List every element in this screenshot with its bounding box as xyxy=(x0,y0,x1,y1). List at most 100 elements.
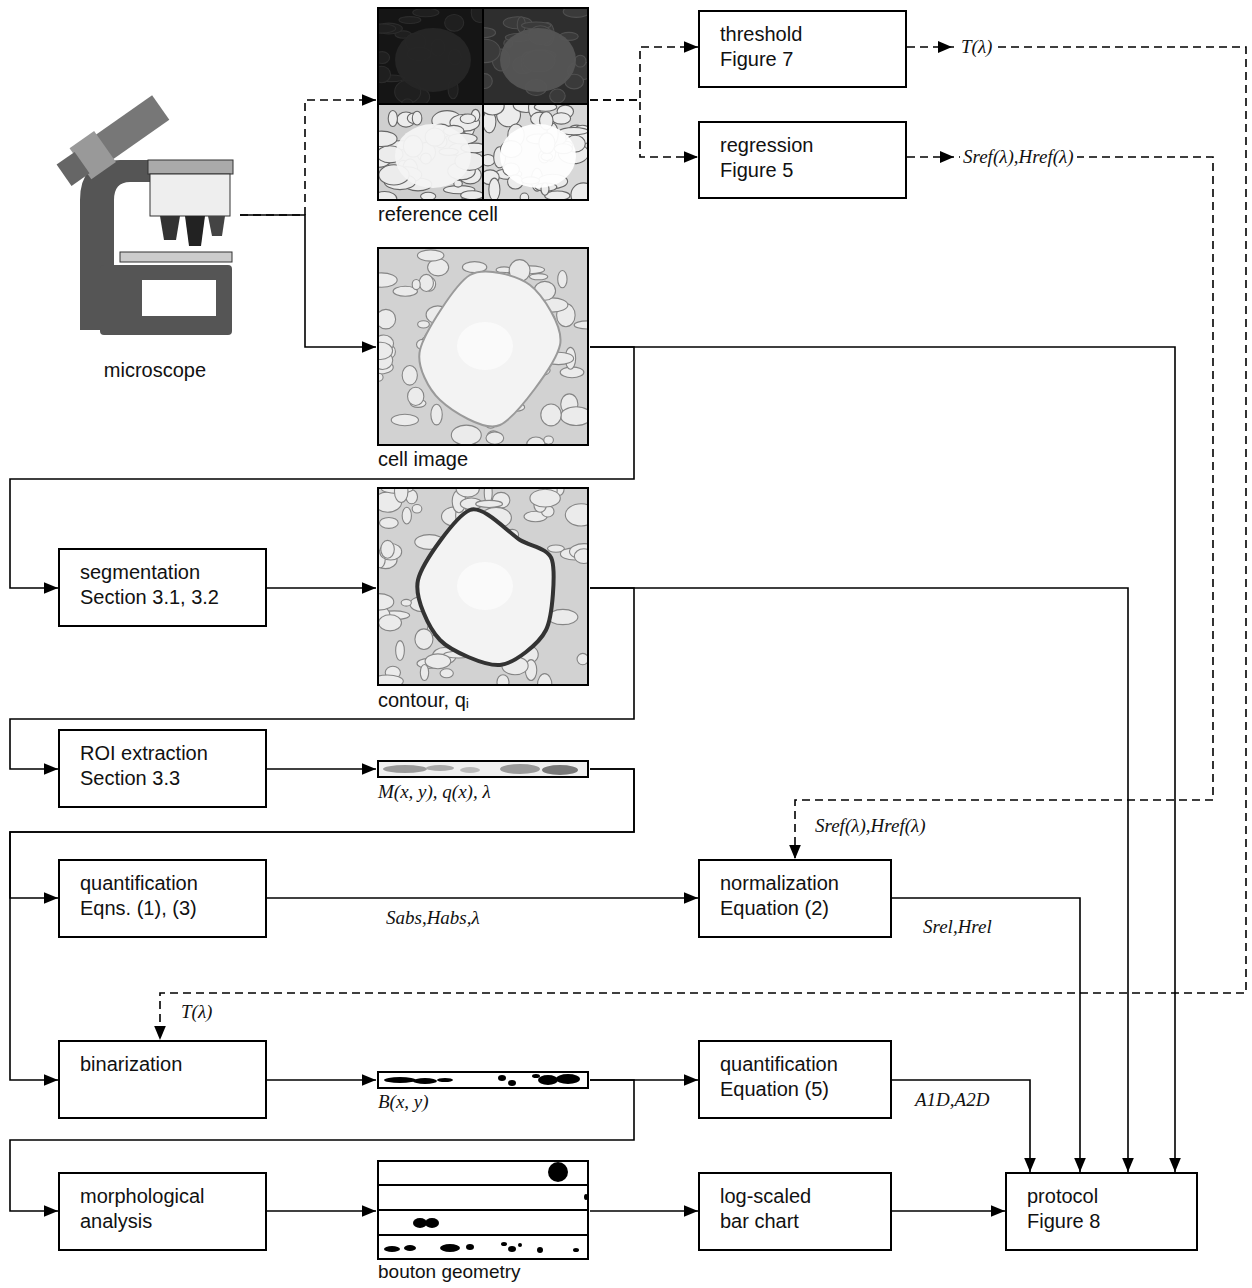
box-title: normalization xyxy=(720,871,882,896)
connector xyxy=(590,1210,698,1212)
image-caption: B(x, y) xyxy=(378,1090,590,1114)
tissue-cell xyxy=(420,665,428,681)
bouton-blob xyxy=(498,1075,506,1081)
bouton-blob xyxy=(508,1246,516,1252)
dashed-connector xyxy=(240,100,376,215)
connector xyxy=(590,588,1128,1172)
tissue-cell xyxy=(415,629,433,650)
connector xyxy=(267,897,698,899)
image-frame xyxy=(378,488,588,685)
tissue-cell xyxy=(391,414,418,425)
microscope-light xyxy=(142,280,216,316)
box-title: log-scaled bar chart xyxy=(720,1184,835,1234)
process-box: ROI extractionSection 3.3 xyxy=(58,729,267,808)
tissue-cell xyxy=(378,309,396,329)
tissue-cell xyxy=(378,675,403,685)
tissue-cell xyxy=(431,404,442,425)
strip-frame xyxy=(378,1072,588,1088)
bouton-blob xyxy=(556,1074,580,1084)
process-box: log-scaled bar chart xyxy=(698,1172,892,1251)
tissue-cell xyxy=(461,191,483,200)
image-caption: M(x, y), q(x), λ xyxy=(378,780,590,804)
box-title: protocol xyxy=(1027,1184,1188,1209)
edge-label: T(λ) xyxy=(958,36,995,58)
box-reference: Section 3.3 xyxy=(80,766,257,791)
tissue-cell xyxy=(483,39,500,62)
bouton-blob xyxy=(508,1080,516,1086)
tissue-cell xyxy=(381,540,394,558)
tissue-cell xyxy=(544,436,554,444)
connector xyxy=(590,347,1175,1172)
reference-soma xyxy=(395,124,471,188)
cell-nucleus xyxy=(457,322,513,370)
tissue-cell xyxy=(552,113,571,124)
tissue-cell xyxy=(483,28,496,38)
tissue-texture xyxy=(483,104,588,200)
connector xyxy=(267,1079,376,1081)
image-panel: M(x, y), q(x), λ xyxy=(376,759,590,804)
strip-smudge xyxy=(542,765,578,775)
microscope-stage xyxy=(120,252,232,262)
binary-strip-image xyxy=(378,1072,588,1088)
bouton-rows xyxy=(378,1185,588,1235)
tissue-cell xyxy=(520,193,529,200)
image-panel: microscope xyxy=(70,83,240,383)
edge-label: Srel,Hrel xyxy=(920,916,995,938)
box-reference: Section 3.1, 3.2 xyxy=(80,585,257,610)
microscope-objective xyxy=(185,216,205,246)
connector xyxy=(10,769,634,1080)
tissue-cell xyxy=(561,407,588,426)
tissue-cell xyxy=(534,104,556,111)
tissue-cell xyxy=(541,404,561,426)
edge-label: Sabs,Habs,λ xyxy=(383,907,483,929)
tissue-cell xyxy=(476,500,503,507)
tissue-cell xyxy=(537,674,551,685)
bouton-blob xyxy=(538,1075,558,1085)
signal-label: Sref(λ),Href(λ) xyxy=(812,815,929,837)
tissue-cell xyxy=(471,8,483,23)
box-title: segmentation xyxy=(80,560,257,585)
bouton-blob xyxy=(384,1077,416,1083)
process-box: quantificationEquation (5) xyxy=(698,1040,892,1119)
cell-nucleus xyxy=(457,562,513,610)
bouton-blob xyxy=(501,1242,507,1246)
tissue-cell xyxy=(483,104,504,115)
bouton-blob xyxy=(573,1248,579,1252)
box-reference: Figure 5 xyxy=(720,158,897,183)
tissue-cell xyxy=(396,641,405,661)
bouton-blob xyxy=(518,1243,522,1247)
edge-label: A1D,A2D xyxy=(912,1089,992,1111)
tissue-cell xyxy=(378,342,393,359)
bouton-blob xyxy=(404,1245,416,1251)
tissue-cell xyxy=(378,24,396,33)
tissue-cell xyxy=(483,74,492,89)
process-box: morphological analysis xyxy=(58,1172,267,1251)
connector xyxy=(892,898,1080,1172)
box-reference: Equation (2) xyxy=(720,896,882,921)
tissue-cell xyxy=(421,192,436,200)
process-box: binarization xyxy=(58,1040,267,1119)
tissue-cell xyxy=(388,110,397,126)
tissue-cell xyxy=(565,504,588,526)
image-caption: contour, qᵢ xyxy=(378,688,590,713)
roi-strip-image xyxy=(378,761,588,777)
reference-soma xyxy=(395,28,471,92)
tissue-texture xyxy=(483,8,588,103)
microscope-body xyxy=(150,174,230,216)
box-title: ROI extraction xyxy=(80,741,257,766)
connector xyxy=(892,1080,1030,1172)
tissue-cell xyxy=(530,489,560,507)
tissue-cell xyxy=(378,131,397,146)
tissue-cell xyxy=(456,488,479,497)
image-frame xyxy=(378,248,588,445)
tissue-texture xyxy=(378,109,483,200)
bouton-blob xyxy=(440,1244,460,1252)
tissue-cell xyxy=(460,114,475,124)
strip-ground xyxy=(378,761,588,777)
dashed-connector xyxy=(160,47,1246,1040)
box-title: binarization xyxy=(80,1052,257,1077)
process-box: segmentationSection 3.1, 3.2 xyxy=(58,548,267,627)
tissue-cell xyxy=(445,15,464,32)
box-title: morphological analysis xyxy=(80,1184,250,1234)
tissue-cell xyxy=(425,654,451,669)
